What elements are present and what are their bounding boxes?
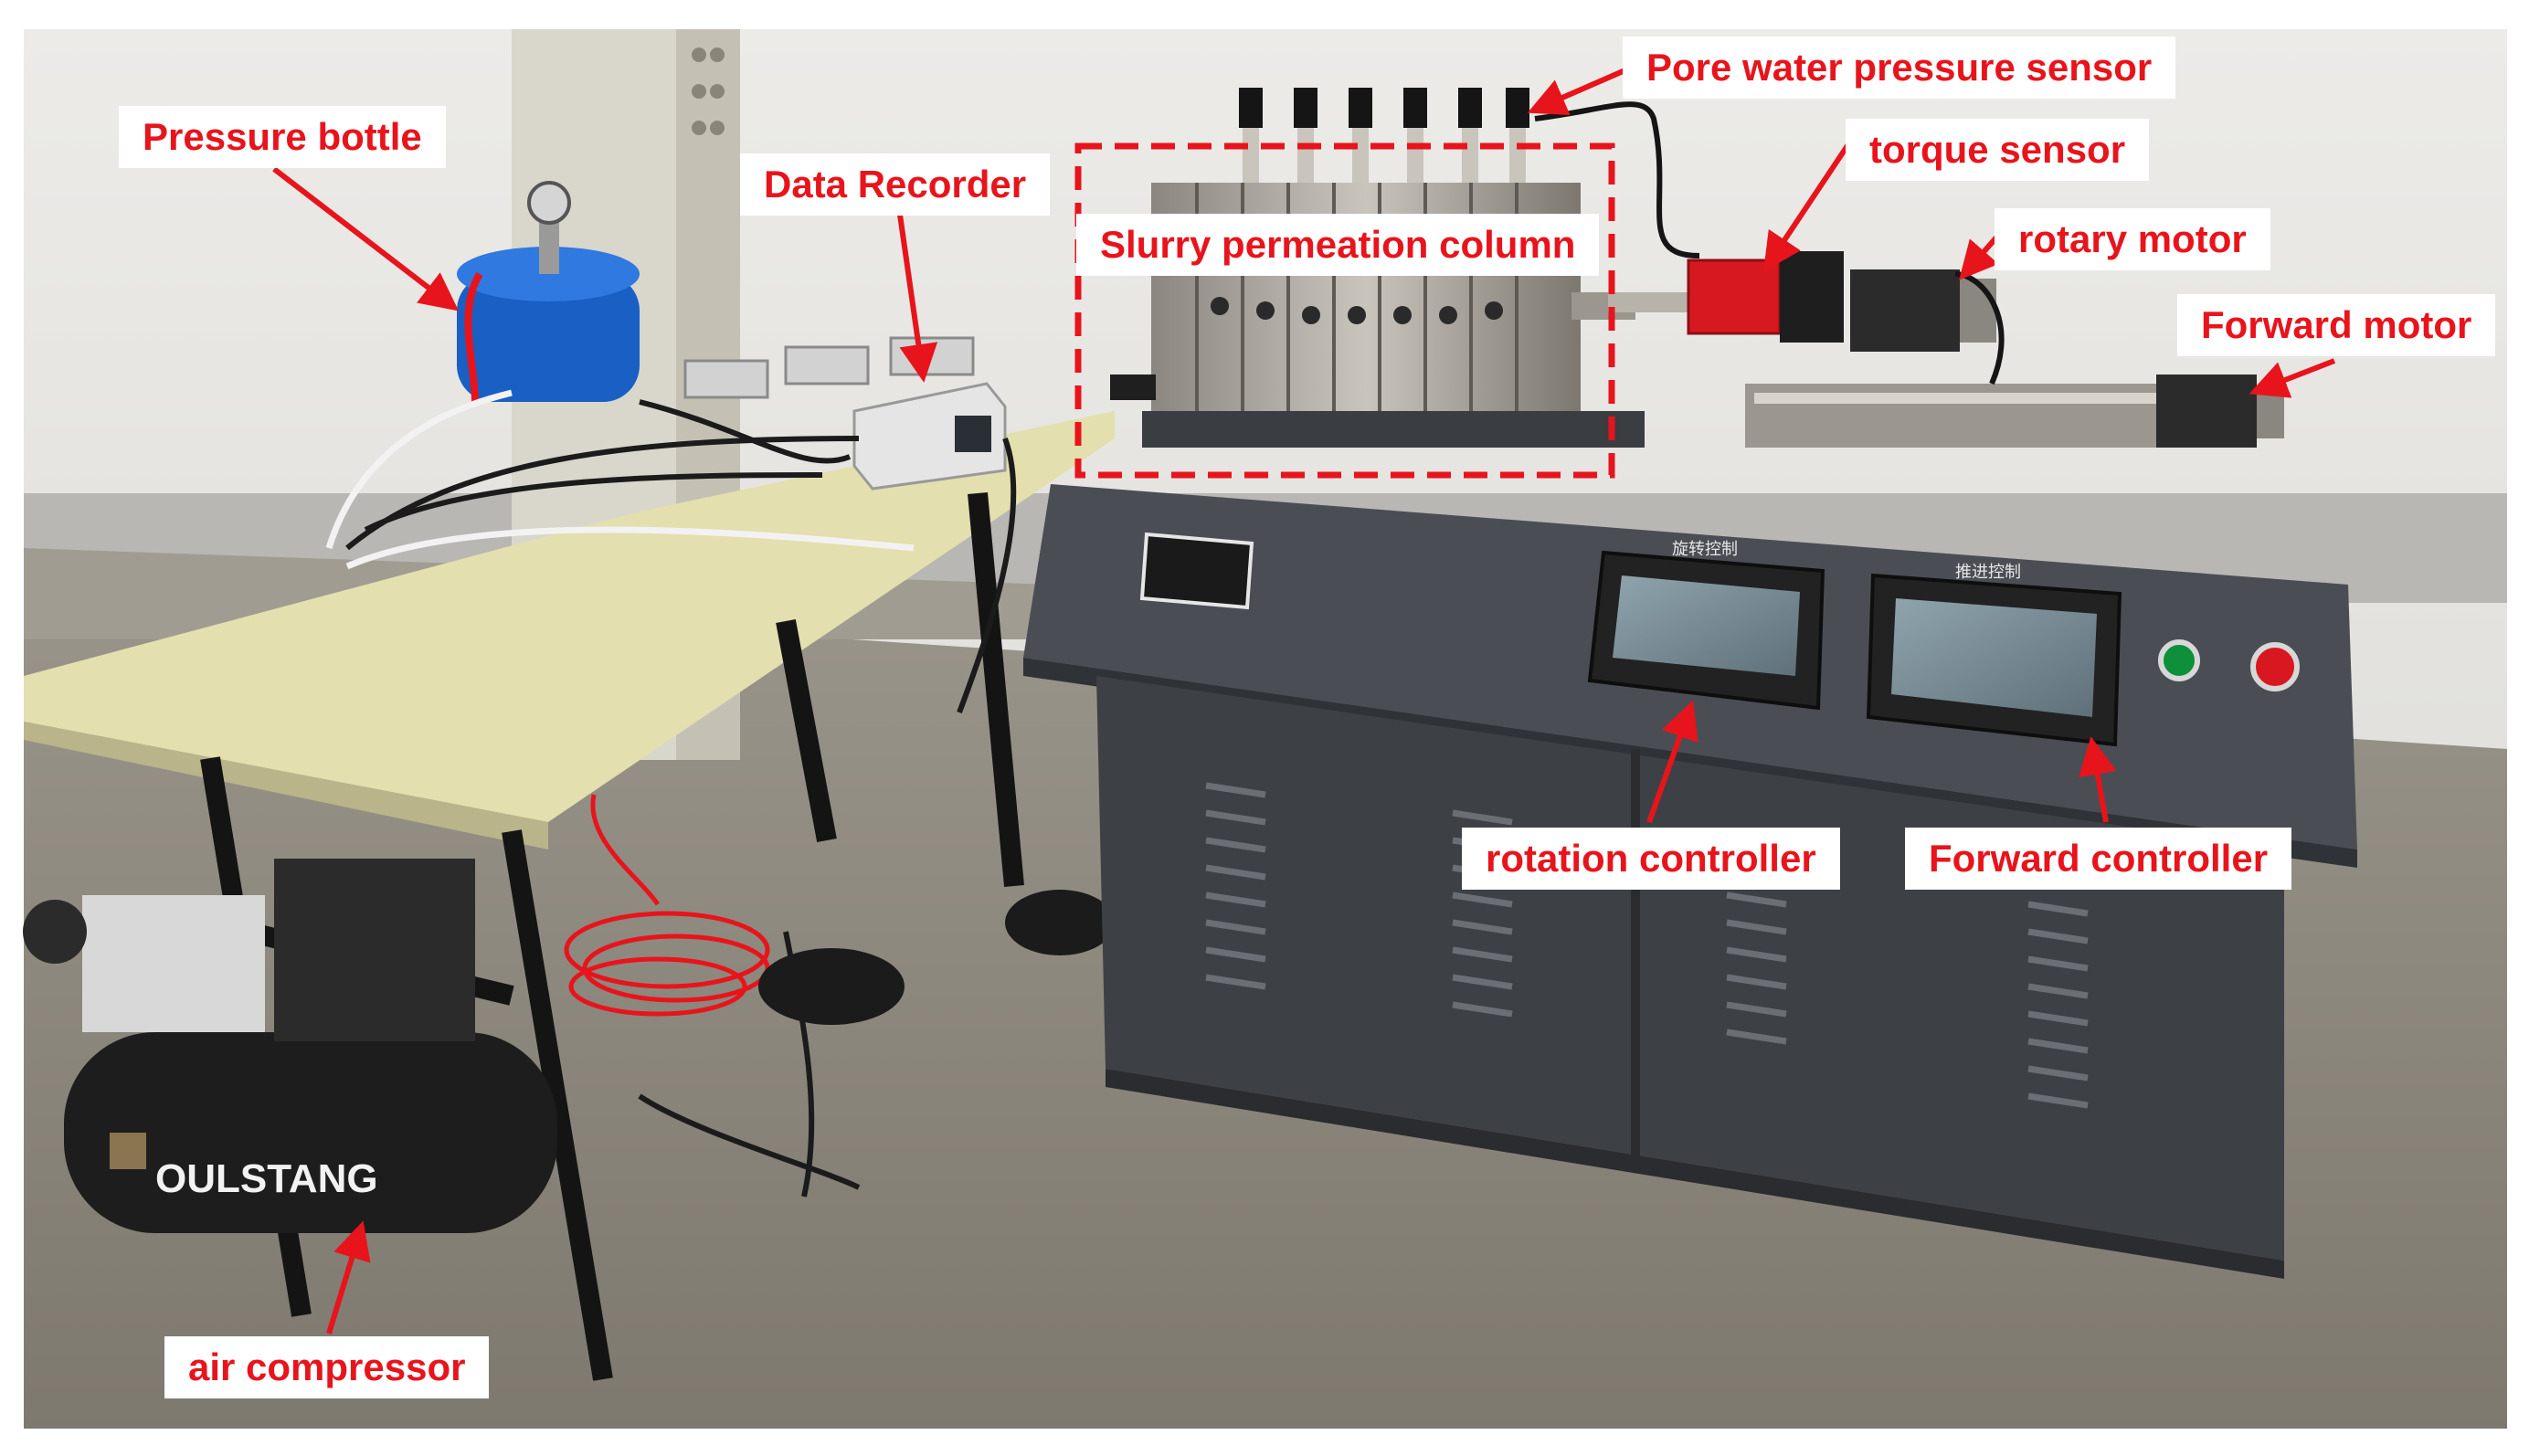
label-slurry-permeation-column: Slurry permeation column <box>1076 214 1600 276</box>
arrow-data-recorder <box>897 214 938 383</box>
foot-pedal-right <box>1005 890 1115 955</box>
label-rotary-motor: rotary motor <box>1995 208 2270 270</box>
label-forward-motor: Forward motor <box>2177 294 2496 356</box>
forward-panel-label: 推进控制 <box>1955 563 2021 582</box>
arrow-pressure-bottle <box>272 166 460 311</box>
pressure-bottle <box>457 181 640 403</box>
arrow-forward-controller <box>2079 736 2117 823</box>
test-machine-cabinet: 旋转控制 推进控制 <box>1023 484 2357 1279</box>
annotation-arrows <box>272 63 2336 1335</box>
air-compressor-device: OULSTANG <box>23 859 557 1233</box>
compressor-brand-text: OULSTANG <box>155 1156 378 1201</box>
arrow-forward-motor <box>2249 358 2336 398</box>
arrow-rotation-controller <box>1646 700 1698 824</box>
arrow-rotary-motor <box>1959 236 1999 280</box>
rotation-control-screen: 旋转控制 <box>1587 540 1825 711</box>
label-air-compressor: air compressor <box>164 1336 490 1398</box>
label-rotation-controller: rotation controller <box>1462 828 1840 890</box>
label-pressure-bottle: Pressure bottle <box>119 106 446 168</box>
label-forward-controller: Forward controller <box>1905 828 2292 890</box>
white-tubes <box>325 389 915 570</box>
table-edge <box>24 722 548 849</box>
table-top <box>24 411 1115 822</box>
label-data-recorder: Data Recorder <box>740 153 1051 216</box>
arrow-air-compressor <box>326 1220 371 1335</box>
nameplate <box>1139 532 1254 610</box>
vents-left <box>1205 782 1513 1018</box>
red-hose-coil <box>564 794 770 1017</box>
data-recorder-device <box>852 382 1007 491</box>
column-highlight-box <box>1074 142 1615 479</box>
pillar-bolts <box>692 47 725 135</box>
vents-right <box>1726 892 2089 1109</box>
rotation-panel-label: 旋转控制 <box>1672 540 1738 559</box>
red-stop-button <box>2250 642 2300 691</box>
forward-control-screen: 推进控制 <box>1866 563 2122 747</box>
slurry-column-device <box>1110 88 1700 448</box>
label-torque-sensor: torque sensor <box>1846 119 2150 181</box>
label-pore-water-pressure-sensor: Pore water pressure sensor <box>1623 37 2176 99</box>
arrow-torque-sensor <box>1763 140 1853 272</box>
arrow-pore-water-sensor <box>1527 63 1637 116</box>
foot-pedal-left <box>758 948 905 1025</box>
green-start-button <box>2158 639 2200 681</box>
